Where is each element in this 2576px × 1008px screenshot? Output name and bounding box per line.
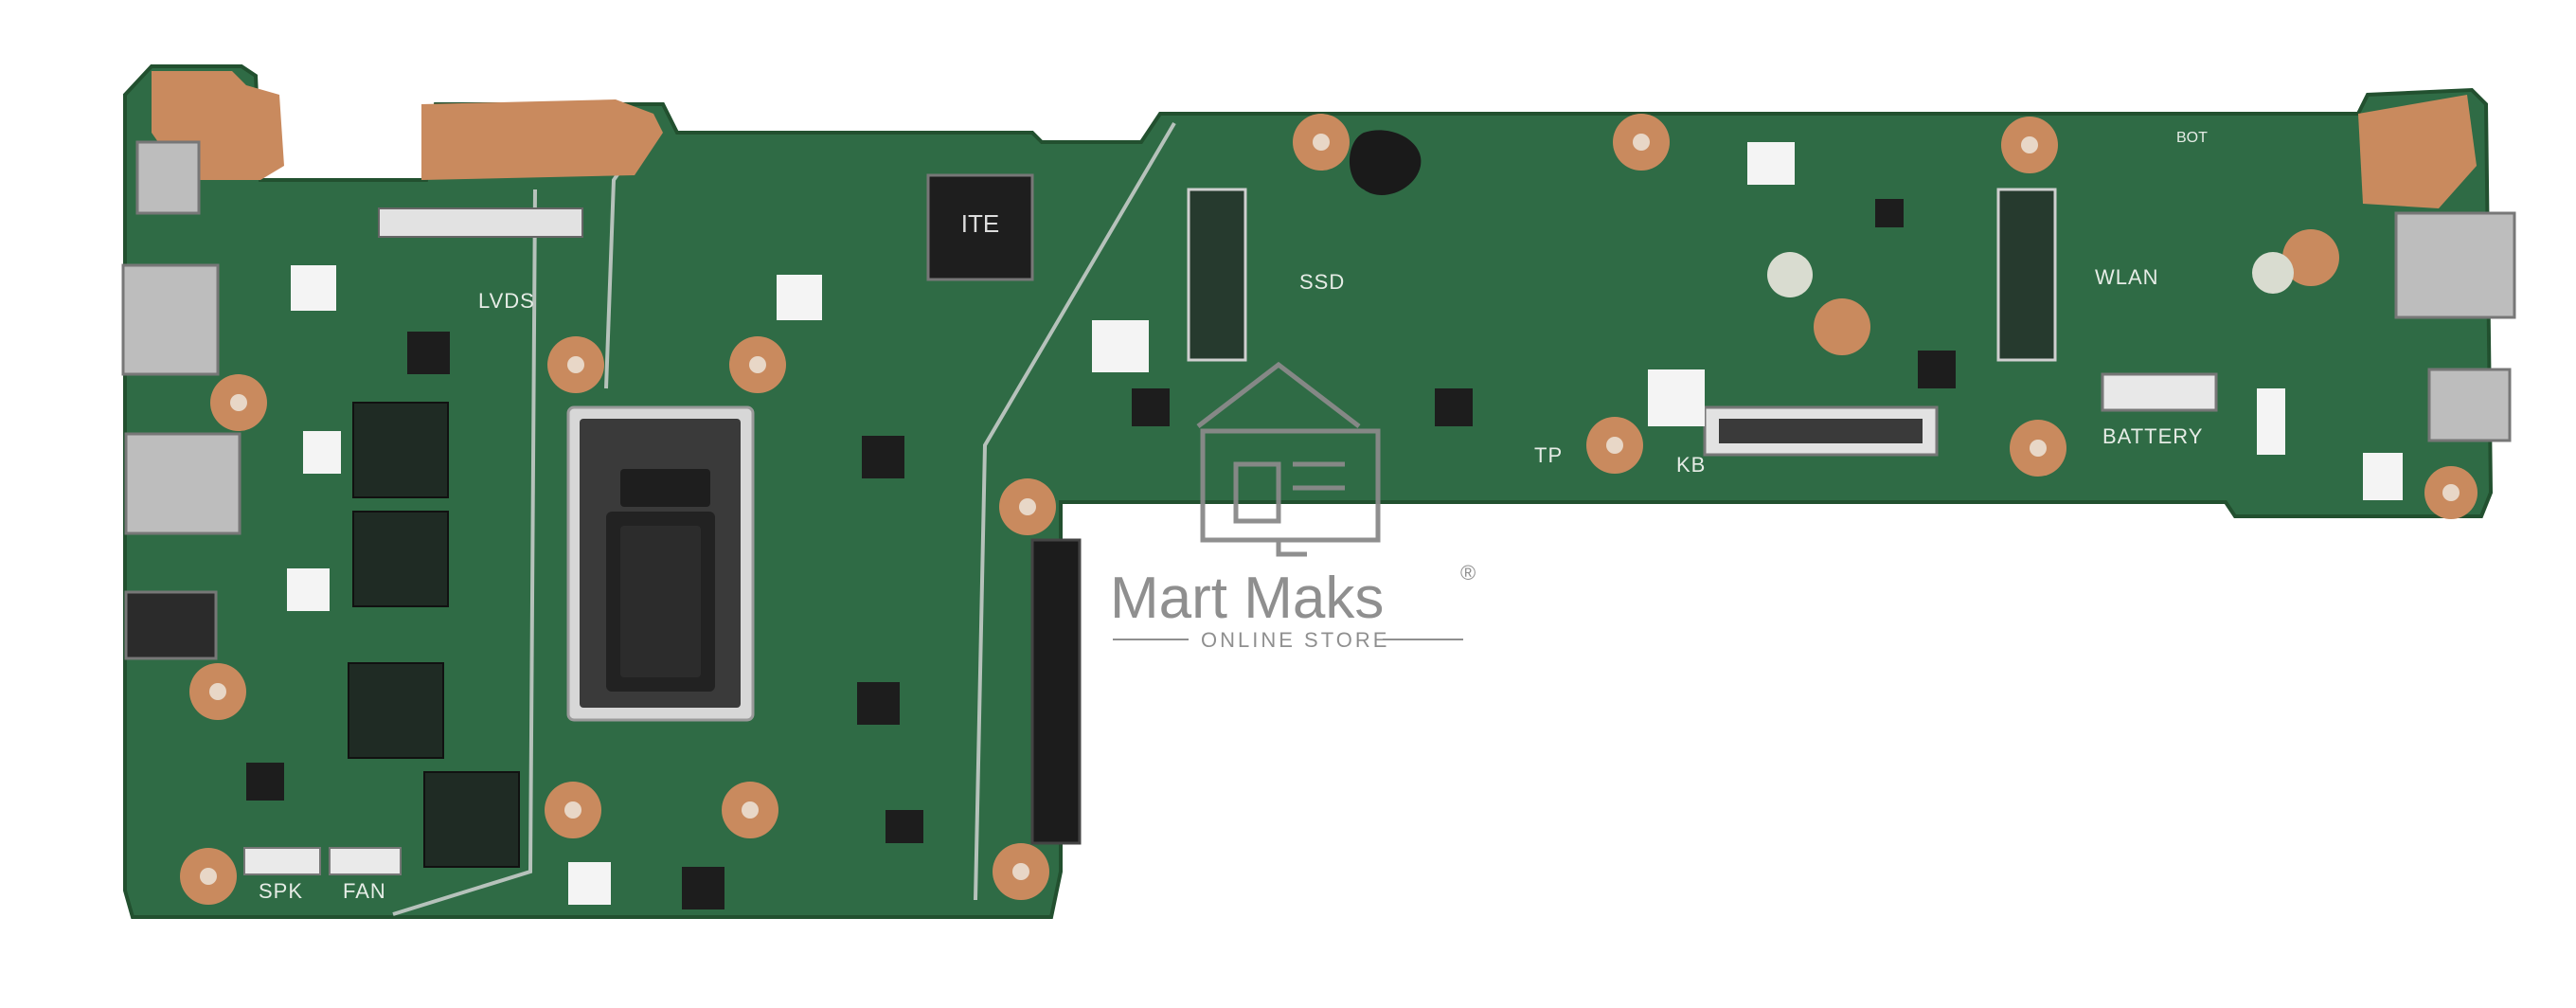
copper-pad-top bbox=[421, 99, 663, 180]
ite-controller-chip: ITE bbox=[926, 173, 1034, 281]
label-spk: SPK bbox=[259, 879, 303, 903]
label-tp: TP bbox=[1534, 443, 1563, 467]
white-stickers bbox=[287, 142, 2403, 905]
cpu-chip bbox=[566, 405, 755, 722]
store-logo-icon bbox=[1196, 361, 1381, 557]
watermark-tagline: ONLINE STORE bbox=[1201, 628, 1389, 652]
watermark: Mart Maks ® ONLINE STORE bbox=[1110, 361, 1478, 652]
foam-pad bbox=[1350, 130, 1422, 195]
mounting-holes bbox=[180, 114, 2478, 905]
watermark-registered: ® bbox=[1460, 561, 1478, 585]
lvds-connector bbox=[378, 207, 583, 238]
label-kb: KB bbox=[1676, 453, 1706, 477]
label-wlan: WLAN bbox=[2095, 265, 2159, 289]
label-lvds: LVDS bbox=[478, 289, 535, 313]
ite-label: ITE bbox=[961, 209, 999, 238]
right-ports bbox=[2394, 211, 2516, 442]
label-bot: BOT bbox=[2176, 130, 2208, 146]
label-ssd: SSD bbox=[1299, 270, 1345, 294]
memory-chips bbox=[348, 402, 520, 868]
left-ports bbox=[121, 140, 242, 660]
ssd-slot bbox=[1187, 188, 1247, 362]
wlan-slot bbox=[1996, 188, 2057, 362]
copper-pad-topright bbox=[2358, 95, 2477, 208]
label-fan: FAN bbox=[343, 879, 386, 903]
battery-connector bbox=[2101, 372, 2218, 412]
watermark-brand: Mart Maks bbox=[1110, 566, 1384, 631]
label-battery: BATTERY bbox=[2102, 424, 2203, 448]
small-components bbox=[246, 199, 1956, 909]
